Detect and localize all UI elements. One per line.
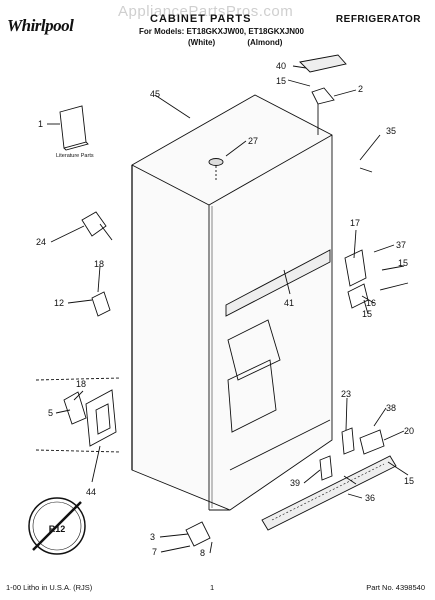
callout-15-bottom: 15 [404,476,414,486]
models-line: For Models: ET18GKXJW00, ET18GKXJN00 [139,27,304,36]
callout-18-lower: 18 [76,379,86,389]
r12-seal-text: R12 [49,524,66,534]
callout-37: 37 [396,240,406,250]
callout-7: 7 [152,547,157,557]
callout-36: 36 [365,493,375,503]
callout-24: 24 [36,237,46,247]
footer-part-number: Part No. 4398540 [366,583,425,592]
callout-15-top: 15 [276,76,286,86]
callout-17: 17 [350,218,360,228]
callout-5: 5 [48,408,53,418]
callout-8: 8 [200,548,205,558]
callout-39: 39 [290,478,300,488]
callout-38: 38 [386,403,396,413]
callout-15-mid: 15 [362,309,372,319]
color-almond: (Almond) [247,38,283,47]
category-label: REFRIGERATOR [335,14,421,25]
callout-3: 3 [150,532,155,542]
callout-27: 27 [248,136,258,146]
callout-20: 20 [404,426,414,436]
callout-18-upper: 18 [94,259,104,269]
watermark: AppliancePartsPros.com [118,3,294,20]
callout-1: 1 [38,119,43,129]
footer-print-line: 1-00 Litho in U.S.A. (RJS) [6,583,93,592]
color-white: (White) [188,38,216,47]
footer-page-number: 1 [210,583,215,592]
page-title: CABINET PARTS [150,13,252,25]
callout-40: 40 [276,61,286,71]
color-line: (White) (Almond) [188,38,312,47]
literature-parts-label: Literature Parts [56,153,94,159]
brand-logo: Whirlpool [7,16,74,35]
callout-35: 35 [386,126,396,136]
callout-15-right: 15 [398,258,408,268]
callout-12: 12 [54,298,64,308]
callout-44: 44 [86,487,96,497]
callout-45: 45 [150,89,160,99]
callout-2: 2 [358,84,363,94]
callout-41: 41 [284,298,294,308]
callout-16: 16 [366,298,376,308]
callout-23: 23 [341,389,351,399]
